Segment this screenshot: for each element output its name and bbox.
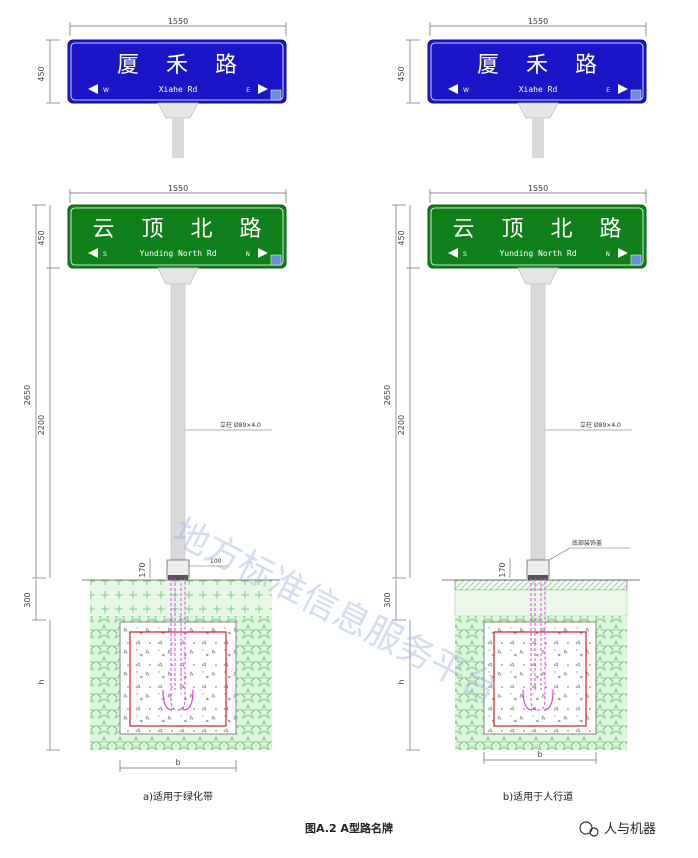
sign-chinese-name: 厦 禾 路	[117, 53, 247, 78]
top-sign-width-dim: 1550	[168, 17, 188, 26]
sign-english-name: Yunding North Rd	[499, 249, 576, 258]
base-height-dim: 170	[498, 562, 507, 577]
caption-right: b)适用于人行道	[503, 790, 573, 803]
concrete-foundation	[483, 621, 597, 735]
foundation-depth-dim: h	[397, 679, 406, 684]
top-layer-dim: 300	[23, 592, 32, 607]
left-assembly: 1550 450 厦 禾 路 Xiahe Rd W E 1550 2650	[23, 17, 287, 803]
right-assembly: 1550 450 厦 禾 路 Xiahe Rd W E 1550 2650 45…	[383, 17, 647, 803]
right-arrow-icon	[618, 84, 628, 94]
top-sign-left: 厦 禾 路 Xiahe Rd W E	[67, 39, 287, 104]
pole-spec-label: 立柱 Ø89×4.0	[580, 421, 621, 429]
foundation-depth-dim: h	[37, 679, 46, 684]
bottom-sign-height-dim: 450	[397, 230, 406, 245]
pole-height-dim: 2200	[37, 415, 46, 435]
total-height-dim: 2650	[23, 385, 32, 405]
sign-chinese-name: 云 顶 北 路	[93, 217, 272, 242]
bottom-sign-width-dim: 1550	[528, 184, 548, 193]
qr-code-icon	[630, 254, 642, 266]
sign-english-name: Xiahe Rd	[519, 85, 558, 94]
left-arrow-icon	[88, 84, 98, 94]
top-sign-width-dim: 1550	[528, 17, 548, 26]
sign-bracket	[517, 102, 559, 119]
pole-height-dim: 2200	[397, 415, 406, 435]
left-direction: W	[103, 87, 109, 94]
sign-bracket	[517, 267, 559, 285]
left-direction: S	[103, 251, 107, 258]
qr-code-icon	[270, 254, 282, 266]
pole-spec-label: 立柱 Ø89×4.0	[220, 421, 261, 429]
concrete-foundation	[119, 621, 237, 735]
foundation-width-dim: b	[175, 758, 180, 767]
top-sign-right: 厦 禾 路 Xiahe Rd W E	[427, 39, 647, 104]
right-direction: N	[246, 251, 251, 258]
qr-code-icon	[630, 89, 642, 101]
right-direction: E	[606, 87, 610, 94]
left-direction: S	[463, 251, 467, 258]
rebar-cage	[493, 631, 587, 727]
left-arrow-icon	[448, 84, 458, 94]
bottom-sign-height-dim: 450	[37, 230, 46, 245]
right-arrow-icon	[618, 248, 628, 258]
top-sign-height-dim: 450	[397, 66, 406, 81]
sign-bracket	[157, 102, 199, 119]
bottom-sign-right: 云 顶 北 路 Yunding North Rd S N	[427, 204, 647, 269]
base-plate	[168, 575, 188, 580]
left-direction: W	[463, 87, 469, 94]
rebar-cage	[129, 631, 227, 727]
figure-title: 图A.2 A型路名牌	[305, 821, 393, 835]
sign-chinese-name: 厦 禾 路	[477, 53, 607, 78]
anchor-bolt	[170, 578, 186, 711]
foundation-width-dim: b	[537, 750, 542, 759]
right-arrow-icon	[258, 248, 268, 258]
brand-name: 人与机器	[604, 822, 656, 837]
left-arrow-icon	[88, 248, 98, 258]
top-sign-height-dim: 450	[37, 66, 46, 81]
base-height-dim: 170	[138, 562, 147, 577]
sign-bracket	[157, 267, 199, 285]
anchor-bolt	[530, 578, 546, 711]
base-plate	[528, 575, 548, 580]
left-arrow-icon	[448, 248, 458, 258]
right-direction: N	[606, 251, 611, 258]
sign-chinese-name: 云 顶 北 路	[453, 217, 632, 242]
sign-english-name: Yunding North Rd	[139, 249, 216, 258]
total-height-dim: 2650	[383, 385, 392, 405]
bottom-sign-width-dim: 1550	[168, 184, 188, 193]
decor-cover-label: 底部装饰盖	[572, 539, 602, 547]
pole-stub	[172, 118, 184, 158]
offset-dim: 100	[210, 558, 222, 565]
top-layer-dim: 300	[383, 592, 392, 607]
right-direction: E	[246, 87, 250, 94]
bottom-sign-left: 云 顶 北 路 Yunding North Rd S N	[67, 204, 287, 269]
right-arrow-icon	[258, 84, 268, 94]
caption-left: a)适用于绿化带	[143, 790, 213, 803]
pole	[530, 283, 546, 561]
sign-english-name: Xiahe Rd	[159, 85, 198, 94]
qr-code-icon	[270, 89, 282, 101]
pole-stub	[532, 118, 544, 158]
brand-badge: 人与机器	[579, 821, 656, 837]
